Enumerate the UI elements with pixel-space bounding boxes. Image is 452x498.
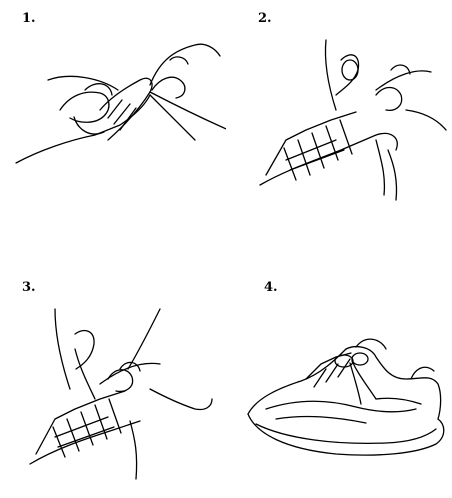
step-4-panel: 4. [226,249,452,498]
tied-sneaker-illustration [226,249,452,498]
step-3-panel: 3. [0,249,226,498]
hands-making-bow-illustration [0,249,226,498]
hands-looping-lace-illustration [226,0,452,249]
hand-pulling-lace-illustration [0,0,226,249]
step-1-panel: 1. [0,0,226,249]
step-2-panel: 2. [226,0,452,249]
